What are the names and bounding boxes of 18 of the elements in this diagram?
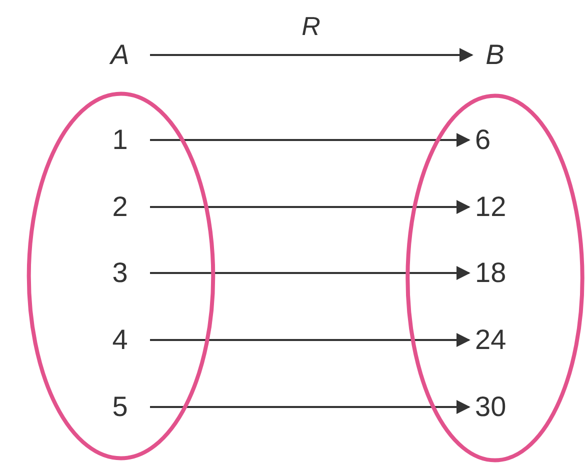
set-element: 24: [475, 320, 519, 360]
set-label: A: [105, 35, 135, 75]
set-element: 30: [475, 387, 519, 427]
set-element: 1: [105, 120, 135, 160]
set-element: 18: [475, 253, 519, 293]
set-element: 12: [475, 187, 519, 227]
arrow: [150, 266, 470, 280]
set-element: 5: [105, 387, 135, 427]
set-label: B: [478, 35, 512, 75]
arrow: [150, 48, 474, 62]
set-element: 4: [105, 320, 135, 360]
arrow: [150, 200, 470, 214]
set-element: 2: [105, 187, 135, 227]
set-element: 6: [475, 120, 519, 160]
set-element: 3: [105, 253, 135, 293]
arrow: [150, 133, 470, 147]
arrow: [150, 333, 470, 347]
arrow: [150, 400, 470, 414]
